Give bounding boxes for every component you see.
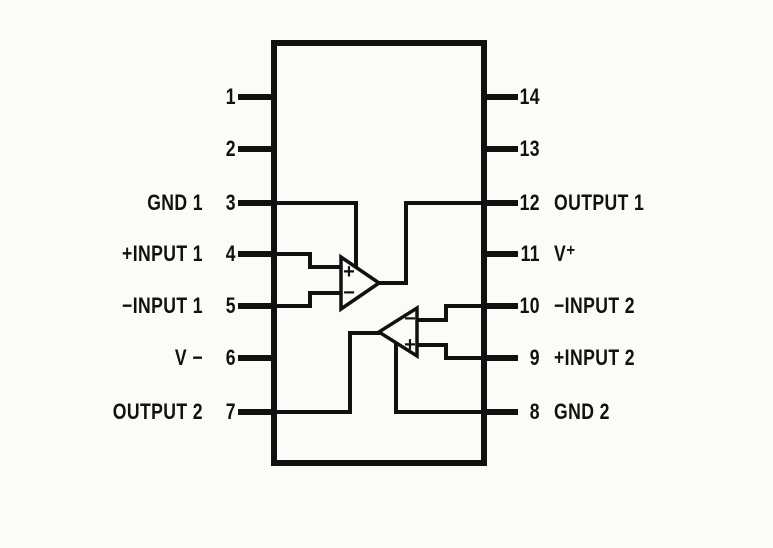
wire-plus-input1-a bbox=[275, 252, 311, 256]
wire-output2-a bbox=[348, 331, 380, 335]
wire-plus-input2-b bbox=[415, 343, 448, 347]
pin8-number: 8 bbox=[529, 399, 540, 424]
pin11-label: V⁺ bbox=[554, 241, 576, 266]
wire-plus-input1-v bbox=[308, 252, 312, 269]
pin6-stub bbox=[238, 355, 275, 361]
wire-minus-input2-b bbox=[415, 318, 448, 322]
pin11-stub bbox=[483, 251, 518, 257]
pin7-number: 7 bbox=[225, 399, 236, 424]
wire-output2-b bbox=[275, 410, 352, 414]
pin9-number: 9 bbox=[529, 345, 540, 370]
pin6-label: V − bbox=[174, 345, 203, 370]
pin13-stub bbox=[483, 146, 518, 152]
pin12-number: 12 bbox=[519, 190, 540, 215]
wire-output2-v bbox=[348, 331, 352, 414]
pin5-number: 5 bbox=[225, 293, 236, 318]
wire-minus-input1-b bbox=[308, 291, 342, 295]
pin3-number: 3 bbox=[225, 190, 236, 215]
pin5-label: −INPUT 1 bbox=[122, 293, 203, 318]
wire-gnd2-vertical bbox=[394, 340, 398, 414]
wire-plus-input1-b bbox=[308, 265, 342, 269]
pin10-label: −INPUT 2 bbox=[554, 293, 635, 318]
pin4-stub bbox=[238, 251, 275, 257]
pin14-stub bbox=[483, 94, 518, 100]
wire-output1-v bbox=[404, 201, 408, 285]
pin6-number: 6 bbox=[225, 345, 236, 370]
pin1-stub bbox=[238, 94, 275, 100]
pin7-stub bbox=[238, 409, 275, 415]
pin14-label bbox=[554, 84, 706, 110]
wire-minus-input2-a bbox=[444, 304, 483, 308]
wire-minus-input2-v bbox=[444, 304, 448, 322]
pin10-stub bbox=[483, 303, 518, 309]
opamp2-triangle bbox=[375, 304, 419, 360]
opamp2-triangle-shape bbox=[375, 304, 419, 360]
wire-plus-input2-a bbox=[444, 356, 483, 360]
opamp1-plus-sign: + bbox=[343, 261, 355, 283]
opamp1-minus-sign: − bbox=[343, 282, 355, 304]
wire-gnd1-vertical bbox=[354, 201, 358, 271]
wire-output1-b bbox=[404, 201, 483, 205]
pin2-number: 2 bbox=[225, 136, 236, 161]
opamp2-minus-sign: − bbox=[404, 308, 416, 330]
pin12-stub bbox=[483, 200, 518, 206]
pin3-label: GND 1 bbox=[147, 190, 203, 215]
pin13-number: 13 bbox=[519, 136, 540, 161]
pin4-number: 4 bbox=[225, 241, 236, 266]
pin1-number: 1 bbox=[225, 84, 236, 109]
pin7-label: OUTPUT 2 bbox=[112, 399, 203, 424]
pin8-stub bbox=[483, 409, 518, 415]
pin1-label bbox=[65, 84, 203, 110]
pin2-label bbox=[65, 136, 203, 162]
pin9-stub bbox=[483, 355, 518, 361]
pin5-stub bbox=[238, 303, 275, 309]
pin11-number: 11 bbox=[520, 241, 540, 266]
pin9-label: +INPUT 2 bbox=[554, 345, 635, 370]
wire-output1-a bbox=[377, 281, 408, 285]
pin2-stub bbox=[238, 146, 275, 152]
wire-minus-input1-v bbox=[308, 291, 312, 308]
pin3-stub bbox=[238, 200, 275, 206]
pin12-label: OUTPUT 1 bbox=[554, 190, 645, 215]
opamp1-triangle bbox=[339, 253, 383, 313]
pin8-label: GND 2 bbox=[554, 399, 610, 424]
pin4-label: +INPUT 1 bbox=[122, 241, 203, 266]
wire-gnd1-horizontal bbox=[275, 201, 358, 205]
wire-gnd2-horizontal bbox=[394, 410, 483, 414]
opamp2-plus-sign: + bbox=[404, 334, 416, 356]
pin10-number: 10 bbox=[519, 293, 540, 318]
pin13-label bbox=[554, 136, 706, 162]
wire-plus-input2-v bbox=[444, 343, 448, 360]
opamp1-triangle-shape bbox=[339, 253, 383, 313]
pin14-number: 14 bbox=[519, 84, 540, 109]
wire-minus-input1-a bbox=[275, 304, 311, 308]
